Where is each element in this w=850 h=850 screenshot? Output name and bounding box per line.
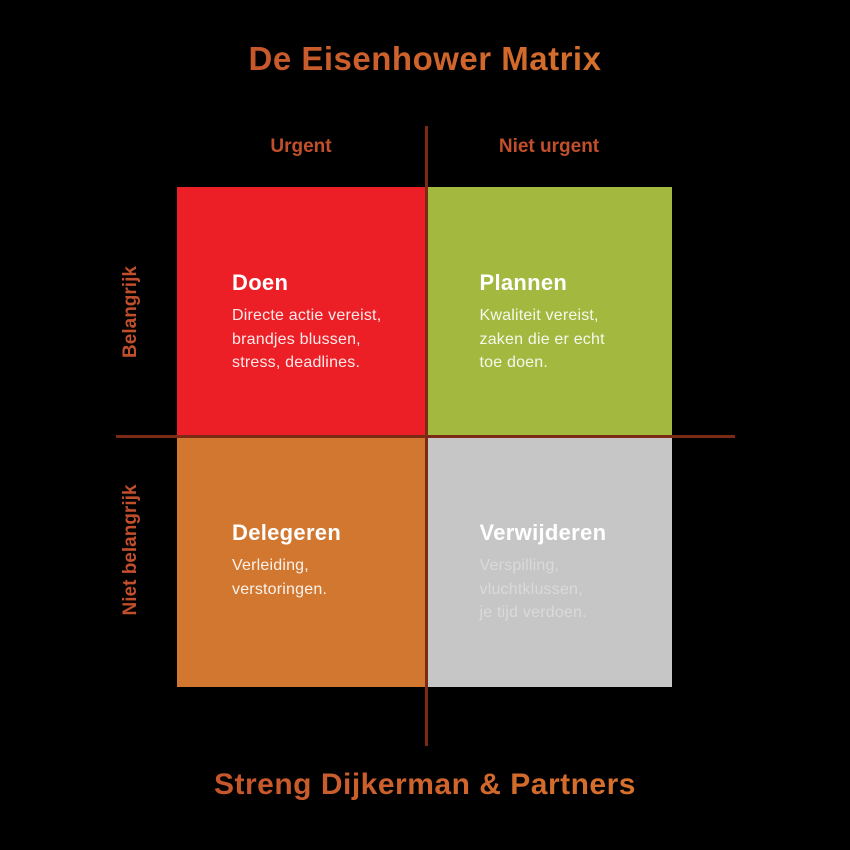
quadrant-doen-line: stress, deadlines. [232,354,361,371]
footer-brand: Streng Dijkerman & Partners [0,768,850,802]
column-label-urgent: Urgent [270,136,332,157]
quadrant-verwijderen-line: je tijd verdoen. [479,604,587,621]
quadrant-delegeren: Delegeren Verleiding, verstoringen. [177,437,425,687]
quadrant-delegeren-line: Verleiding, [232,557,309,574]
quadrant-verwijderen: Verwijderen Verspilling, vluchtklussen, … [424,437,672,687]
quadrant-plannen-title: Plannen [479,270,568,295]
row-label-belangrijk: Belangrijk [120,266,141,358]
quadrant-plannen-line: zaken die er echt [479,330,605,348]
quadrant-doen: Doen Directe actie vereist, brandjes blu… [177,187,425,437]
quadrant-delegeren-title: Delegeren [232,520,342,545]
page-title: De Eisenhower Matrix [0,40,850,78]
quadrant-verwijderen-line: vluchtklussen, [479,580,583,598]
quadrant-doen-line: Directe actie vereist, [232,307,382,324]
quadrant-doen-title: Doen [232,270,289,295]
horizontal-divider-line [116,435,735,438]
row-label-niet-belangrijk: Niet belangrijk [120,484,141,616]
quadrant-plannen: Plannen Kwaliteit vereist, zaken die er … [424,187,672,437]
quadrant-plannen-line: Kwaliteit vereist, [479,307,599,324]
quadrant-verwijderen-line: Verspilling, [479,557,560,574]
matrix-grid: Doen Directe actie vereist, brandjes blu… [177,187,672,687]
column-label-niet-urgent: Niet urgent [498,136,600,157]
quadrant-verwijderen-title: Verwijderen [479,520,607,545]
quadrant-plannen-line: toe doen. [479,354,549,371]
quadrant-delegeren-line: verstoringen. [232,580,328,598]
quadrant-doen-line: brandjes blussen, [232,330,361,348]
